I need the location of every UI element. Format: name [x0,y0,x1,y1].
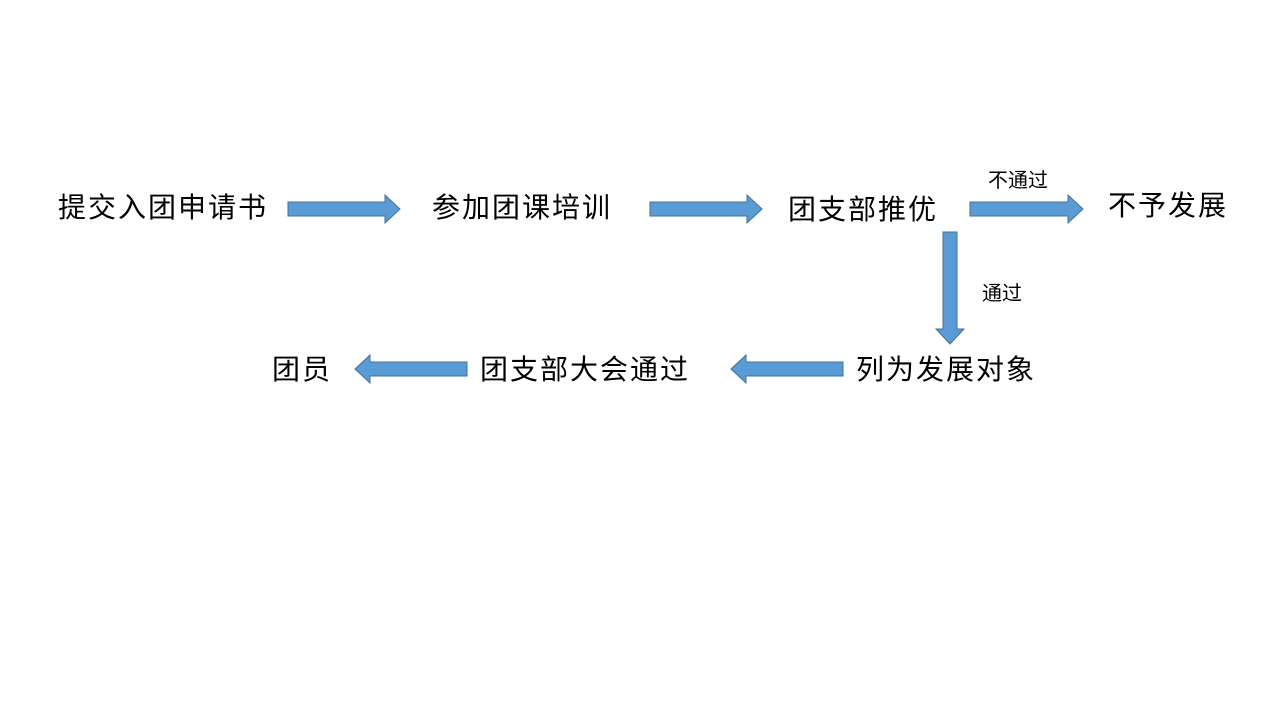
node-attend-training: 参加团课培训 [432,191,613,224]
node-branch-meeting-pass: 团支部大会通过 [480,353,691,386]
node-development-target: 列为发展对象 [856,353,1037,386]
node-branch-recommend: 团支部推优 [788,193,939,226]
edge-label-pass: 通过 [982,281,1022,305]
arrow-training-to-recommend [649,193,763,225]
arrow-meeting-to-member [354,353,468,385]
arrow-submit-to-training [287,193,401,225]
node-submit-application: 提交入团申请书 [58,191,269,224]
edge-label-not-pass: 不通过 [988,168,1048,192]
arrow-recommend-to-target [934,231,966,345]
node-not-developed: 不予发展 [1108,189,1229,222]
node-member: 团员 [272,353,333,386]
arrow-recommend-to-not-developed [969,193,1084,225]
arrow-target-to-meeting [730,353,844,385]
